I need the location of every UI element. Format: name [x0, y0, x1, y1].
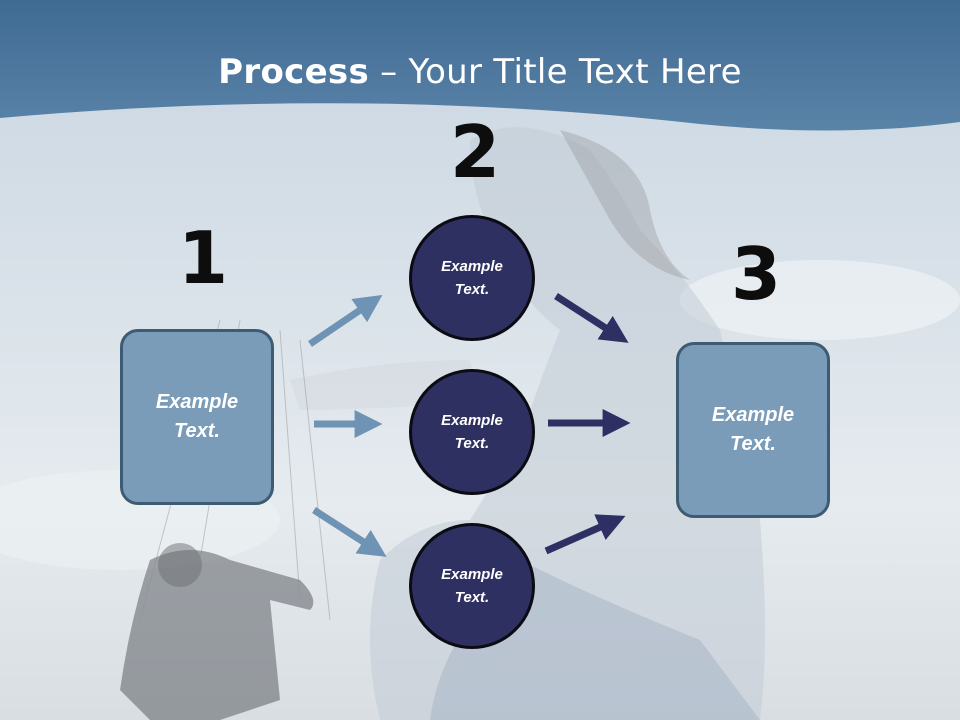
step-1-box: Example Text.: [120, 329, 274, 505]
step-number-3: 3: [731, 232, 782, 316]
arrow-top-to-3: [554, 293, 629, 343]
page-title: Process – Your Title Text Here: [0, 52, 960, 92]
step-1-label: Example Text.: [155, 391, 239, 442]
step-3-label: Example Text.: [711, 404, 795, 455]
step-3-box: Example Text.: [676, 342, 830, 518]
step-2-circle-bottom: Example Text.: [409, 523, 535, 649]
step-2-circle-top: Example Text.: [409, 215, 535, 341]
step-2-circle-middle: Example Text.: [409, 369, 535, 495]
arrow-bottom-to-3: [544, 514, 626, 555]
title-bold: Process: [218, 52, 370, 92]
header-band: [0, 0, 960, 131]
step-number-2: 2: [450, 110, 501, 194]
step-number-1: 1: [178, 216, 229, 300]
circle-middle-label: Example Text.: [441, 412, 503, 452]
circle-top-label: Example Text.: [441, 258, 503, 298]
arrow-1-to-top: [308, 294, 383, 347]
circle-bottom-label: Example Text.: [441, 566, 503, 606]
arrow-1-to-bottom: [312, 507, 387, 557]
title-rest: – Your Title Text Here: [369, 52, 742, 92]
